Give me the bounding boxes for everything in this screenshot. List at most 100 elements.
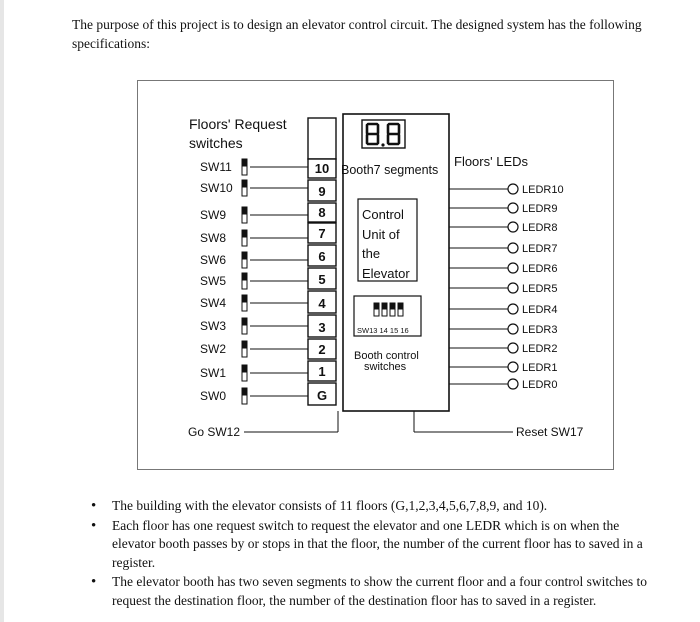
led-icon-ledr7 (507, 242, 519, 254)
led-icon-ledr3 (507, 323, 519, 335)
floor-number-3: 3 (318, 320, 325, 335)
led-icon-ledr9 (507, 202, 519, 214)
dip-switch-lever-1 (374, 303, 379, 310)
switch-icon-sw10 (241, 179, 248, 197)
control-unit-line-3: the (362, 246, 380, 261)
booth-dip-switch-box (353, 295, 422, 337)
switch-lever-sw4 (242, 295, 247, 303)
floor-cell-9 (307, 179, 337, 202)
led-icon-ledr4 (507, 303, 519, 315)
switch-icon-sw3 (241, 317, 248, 335)
led-label-ledr8: LEDR8 (522, 222, 557, 234)
floor-number-2: 2 (318, 342, 325, 357)
reset-switch-label: Reset SW17 (516, 425, 584, 439)
elevator-diagram: Floors' Request switches Floors' LEDs 10… (137, 80, 614, 470)
floors-leds-title: Floors' LEDs (454, 154, 529, 169)
request-switches-title-line1: Floors' Request (189, 116, 287, 132)
switch-lever-sw6 (242, 252, 247, 260)
switch-icon-sw9 (241, 206, 248, 224)
floor-number-10: 10 (315, 161, 329, 176)
floor-number-8: 8 (318, 205, 325, 220)
switch-lever-sw1 (242, 365, 247, 373)
booth-seven-segments-label: Booth7 segments (341, 163, 438, 177)
switch-lever-sw8 (242, 230, 247, 238)
switch-label-sw2: SW2 (200, 342, 226, 356)
control-unit-box (357, 198, 418, 282)
led-icon-ledr8 (507, 221, 519, 233)
bullet-seven-segments: The elevator booth has two seven segment… (91, 573, 661, 610)
intro-paragraph: The purpose of this project is to design… (72, 17, 642, 51)
led-label-ledr7: LEDR7 (522, 243, 557, 255)
led-icon-ledr10 (507, 183, 519, 195)
floor-number-4: 4 (318, 296, 326, 311)
led-icon-ledr0 (507, 378, 519, 390)
led-icon-ledr6 (507, 262, 519, 274)
floor-cell-5 (307, 267, 337, 290)
booth-dip-label: SW13 14 15 16 (357, 326, 409, 335)
elevator-booth-frame (342, 113, 450, 412)
floor-cell-4 (307, 290, 337, 314)
diagram-canvas: Floors' Request switches Floors' LEDs 10… (188, 113, 584, 439)
switch-label-sw1: SW1 (200, 366, 226, 380)
dip-switch-lever-4 (398, 303, 403, 310)
led-icon-ledr2 (507, 342, 519, 354)
go-switch-label: Go SW12 (188, 425, 240, 439)
switch-label-sw8: SW8 (200, 231, 226, 245)
seven-segment-digits (365, 122, 401, 147)
switch-lever-sw9 (242, 207, 247, 215)
switch-lever-sw5 (242, 273, 247, 281)
floor-cell-G (307, 382, 337, 406)
floor-cell-7 (307, 222, 337, 244)
switch-label-sw9: SW9 (200, 208, 226, 222)
switch-icon-sw11 (241, 158, 248, 176)
floor-cell-1 (307, 360, 337, 382)
floor-cell-8 (307, 202, 337, 223)
switch-label-sw6: SW6 (200, 253, 226, 267)
switch-icon-sw0 (241, 387, 248, 405)
floor-number-7: 7 (318, 226, 325, 241)
switch-lever-sw10 (242, 180, 247, 188)
led-icon-ledr5 (507, 282, 519, 294)
specification-list: The building with the elevator consists … (91, 497, 661, 612)
led-icon-ledr1 (507, 361, 519, 373)
booth-dip-switches (373, 302, 404, 317)
bullet-request-switch: Each floor has one request switch to req… (91, 517, 661, 573)
switch-lever-sw11 (242, 159, 247, 167)
switch-label-sw3: SW3 (200, 319, 226, 333)
dip-switch-lever-2 (382, 303, 387, 310)
switch-icon-sw1 (241, 364, 248, 382)
floor-cell-10 (307, 158, 337, 179)
led-label-ledr4: LEDR4 (522, 304, 557, 316)
switch-label-sw10: SW10 (200, 181, 233, 195)
switch-icon-sw6 (241, 251, 248, 269)
switch-icon-sw2 (241, 340, 248, 358)
control-unit-line-4: Elevator (362, 266, 410, 281)
led-label-ledr6: LEDR6 (522, 263, 557, 275)
led-label-ledr1: LEDR1 (522, 362, 557, 374)
switch-icon-sw4 (241, 294, 248, 312)
switch-icon-sw5 (241, 272, 248, 290)
request-switches-title-line2: switches (189, 135, 243, 151)
switch-icon-sw8 (241, 229, 248, 247)
floor-number-9: 9 (318, 184, 325, 199)
floor-column-top-cell (307, 117, 337, 160)
led-label-ledr3: LEDR3 (522, 324, 557, 336)
led-label-ledr10: LEDR10 (522, 184, 564, 196)
floor-number-6: 6 (318, 249, 325, 264)
led-label-ledr2: LEDR2 (522, 343, 557, 355)
switch-label-sw11: SW11 (200, 160, 232, 174)
page-edge-shadow (0, 0, 4, 622)
control-unit-line-2: Unit of (362, 227, 400, 242)
dip-switch-lever-3 (390, 303, 395, 310)
switch-label-sw0: SW0 (200, 389, 226, 403)
led-label-ledr5: LEDR5 (522, 283, 557, 295)
floor-number-5: 5 (318, 272, 325, 287)
booth-control-label-line2: switches (364, 361, 407, 373)
switch-label-sw4: SW4 (200, 296, 226, 310)
switch-lever-sw2 (242, 341, 247, 349)
floor-number-G: G (317, 388, 327, 403)
bullet-floors: The building with the elevator consists … (91, 497, 661, 516)
decimal-point (381, 143, 385, 147)
control-unit-line-1: Control (362, 207, 404, 222)
switch-lever-sw0 (242, 388, 247, 396)
